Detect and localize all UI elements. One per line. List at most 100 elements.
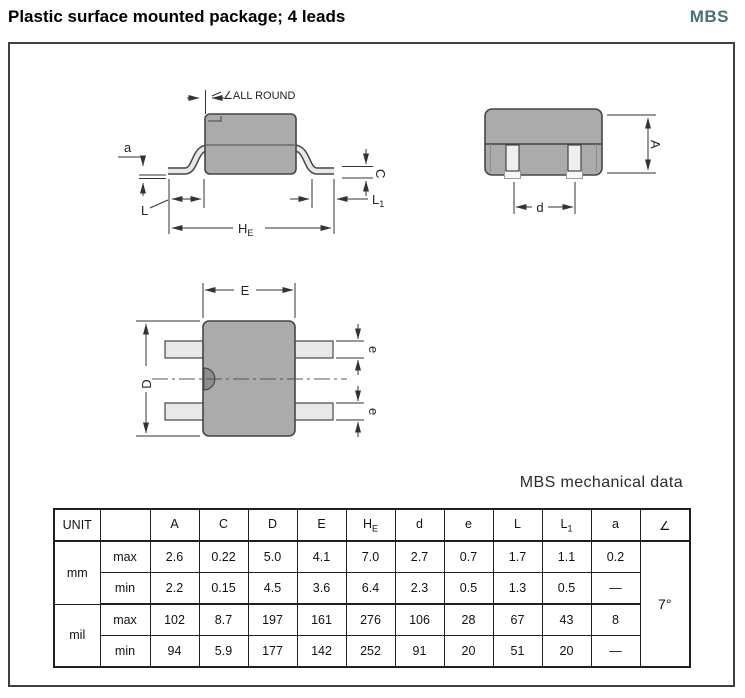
table-cell: 142 [296,635,347,668]
table-col-header: e [443,508,494,542]
table-cell: 0.22 [198,540,249,573]
dim-e1 [336,324,364,375]
side-view: ∠ALL ROUND a L [118,90,388,238]
unit-cell: mil [53,603,101,668]
table-col-header: A [149,508,200,542]
dim-e2-label: e [366,408,381,415]
table-cell: 2.2 [149,572,200,605]
table-cell: 0.2 [590,540,641,573]
top-view: E D [136,283,381,437]
dim-a-label: a [124,140,132,155]
dim-A [607,114,656,174]
table-col-header: HE [345,508,396,542]
table-cell: — [590,635,641,668]
table-col-header: L1 [541,508,592,542]
dim-E-label: E [241,283,250,298]
table-cell: 20 [443,635,494,668]
table-cell: 102 [149,603,200,636]
dim-d [513,182,576,214]
table-cell: 94 [149,635,200,668]
dim-e2 [336,386,364,437]
table-cell: 0.5 [443,572,494,605]
table-cell: 1.1 [541,540,592,573]
table-col-header: L [492,508,543,542]
row-label: min [99,635,151,668]
dim-l [149,179,205,234]
table-col-header: C [198,508,249,542]
table-cell: 1.3 [492,572,543,605]
table-col-header: d [394,508,445,542]
table-cell: 0.15 [198,572,249,605]
dim-he [171,179,335,234]
table-cell: — [590,572,641,605]
unit-cell: mm [53,540,101,605]
front-view: A d [484,108,663,215]
table-cell: 4.5 [247,572,298,605]
row-label: min [99,572,151,605]
all-round-callout [187,90,224,114]
table-cell: 91 [394,635,445,668]
table-cell: 5.0 [247,540,298,573]
table-cell: 1.7 [492,540,543,573]
dim-he-label: HE [238,221,253,238]
drawing-frame: ∠ALL ROUND a L [8,42,735,687]
dim-l1-label: L1 [372,192,384,209]
table-cell: 67 [492,603,543,636]
front-view-body [484,108,603,176]
row-label: max [99,603,151,636]
dim-D [136,320,200,437]
front-view-leads [504,144,583,179]
table-title: MBS mechanical data [519,474,683,491]
table-cell: 6.4 [345,572,396,605]
table-col-header-angle: ∠ [639,508,691,542]
page-header: Plastic surface mounted package; 4 leads… [8,4,737,34]
table-cell: 3.6 [296,572,347,605]
dim-d-label: d [536,200,543,215]
mechanical-data-table: UNIT A C D E HE d e L L1 a ∠ mm max 2.6 … [53,508,691,668]
dim-e1-label: e [366,346,381,353]
table-header-blank [99,508,151,542]
package-drawings: ∠ALL ROUND a L [118,90,663,437]
table-col-header: a [590,508,641,542]
dim-c [342,149,373,196]
table-row: mm max 2.6 0.22 5.0 4.1 7.0 2.7 0.7 1.7 … [53,540,691,668]
table-cell: 2.6 [149,540,200,573]
table-cell: 51 [492,635,543,668]
all-round-label: ∠ALL ROUND [223,90,295,102]
table-row: mil max 102 8.7 197 161 276 106 28 67 43… [53,603,690,668]
table-col-header: E [296,508,347,542]
table-cell: 7.0 [345,540,396,573]
dim-l-label: L [141,203,148,218]
dim-l1 [290,179,368,208]
table-cell: 0.7 [443,540,494,573]
package-code: MBS [689,7,729,26]
table-cell: 8 [590,603,641,636]
table-cell: 5.9 [198,635,249,668]
table-cell: 197 [247,603,298,636]
table-cell: 2.7 [394,540,445,573]
table-row: min 2.2 0.15 4.5 3.6 6.4 2.3 0.5 1.3 0.5… [54,572,690,605]
table-cell: 276 [345,603,396,636]
table-cell: 2.3 [394,572,445,605]
dim-c-label: C [373,169,388,178]
table-cell: 0.5 [541,572,592,605]
table-header-unit: UNIT [53,508,101,542]
side-view-body [204,113,297,175]
document-title: Plastic surface mounted package; 4 leads [8,7,346,26]
table-cell: 43 [541,603,592,636]
table-cell: 161 [296,603,347,636]
dim-E [202,283,296,318]
table-col-header: D [247,508,298,542]
dim-A-label: A [648,140,663,149]
table-cell: 28 [443,603,494,636]
table-cell: 252 [345,635,396,668]
table-cell: 20 [541,635,592,668]
row-label: max [99,540,151,573]
table-cell: 177 [247,635,298,668]
table-header-row: UNIT A C D E HE d e L L1 a ∠ [53,508,691,542]
index-mark [208,116,222,122]
table-row: min 94 5.9 177 142 252 91 20 51 20 — [54,635,690,668]
dim-D-label: D [139,379,154,388]
table-cell: 8.7 [198,603,249,636]
table-cell: 106 [394,603,445,636]
